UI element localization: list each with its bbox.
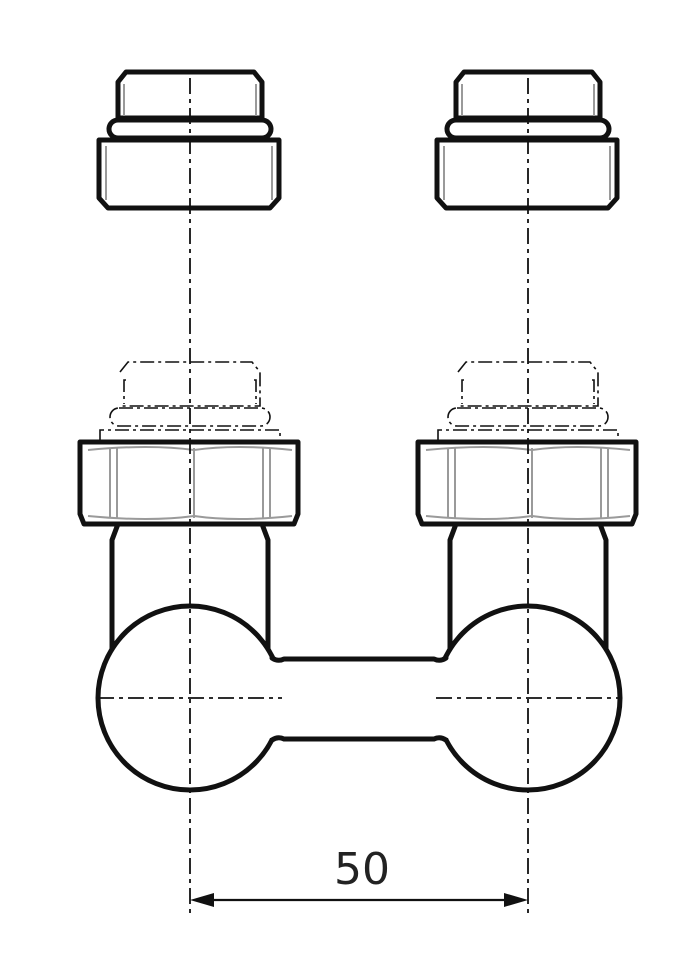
dimension-50: 50: [190, 844, 528, 907]
left-compression-fitting: [96, 69, 282, 211]
left-valve-body: [77, 439, 301, 793]
center-lines: [98, 78, 620, 916]
dimension-arrow-right: [504, 893, 528, 907]
connecting-bridge: [266, 655, 452, 743]
dimension-arrow-left: [190, 893, 214, 907]
dimension-label: 50: [334, 844, 390, 895]
right-compression-fitting: [434, 69, 620, 211]
